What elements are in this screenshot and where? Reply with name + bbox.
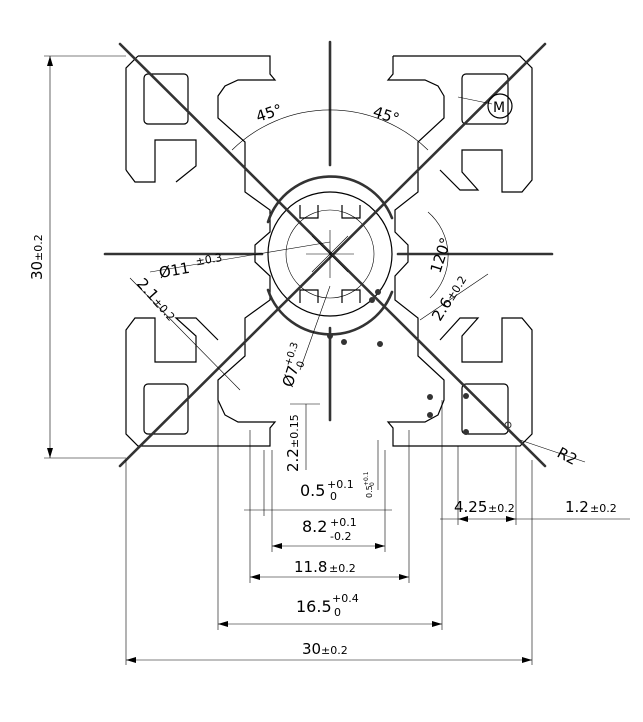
inner-diameter-tol-lower: 0 [295,360,307,369]
inner-diameter-label: Ø7 [279,363,303,389]
channel-width-tol: ±0.2 [329,562,356,575]
hole-diameter-tol: ±0.3 [195,251,224,268]
slot-width-label: 8.2 [302,517,327,536]
angle-left-label: 45° [254,100,285,125]
edge-wall-label: 1.2 [565,498,589,516]
corner-wall-label: 4.25 [454,498,487,516]
lip-label: 0.5 [300,481,325,500]
wall-left-tol: ±0.2 [150,295,178,324]
arrowheads [47,56,532,663]
overall-width-tol: ±0.2 [321,644,348,657]
centre-lines [103,40,554,468]
channel-width-label: 11.8 [294,558,327,576]
inner-width-tol-upper: +0.4 [332,592,359,605]
lip-tol-lower: 0 [330,490,337,503]
corner-radius-label: R2 [554,444,580,469]
slot-width-tol-upper: +0.1 [330,516,357,529]
mounting-dots [327,289,512,435]
lip-small-tol-lower: 0 [369,482,376,486]
dimension-labels: 45° 45° 120° Ø11 ±0.3 Ø7 +0.3 0 2.1 ±0.2… [28,93,617,658]
slot-width-tol-lower: -0.2 [330,530,351,543]
dimension-lines [44,55,630,665]
lip-tol-upper: +0.1 [327,478,354,491]
hole-diameter-label: Ø11 [158,259,192,282]
profile-outline [125,55,533,447]
wall-right-tol: ±0.2 [444,274,469,304]
slot-depth-label: 2.2 [284,448,302,472]
dimension-arcs [231,109,449,336]
angle-right-label: 45° [371,103,402,128]
material-mark-label: M [493,100,505,116]
lip-small-tol-upper: +0.1 [363,471,370,486]
material-mark-circle [487,93,513,119]
lip-small-label: 0.5 [365,485,374,498]
corner-wall-tol: ±0.2 [488,502,515,515]
inner-width-label: 16.5 [296,597,332,616]
edge-wall-tol: ±0.2 [590,502,617,515]
overall-height-label: 30 [28,261,46,280]
overall-width-label: 30 [302,640,321,658]
slot-depth-tol: ±0.15 [288,414,301,448]
inner-width-tol-lower: 0 [334,606,341,619]
overall-height-tol: ±0.2 [32,234,45,261]
